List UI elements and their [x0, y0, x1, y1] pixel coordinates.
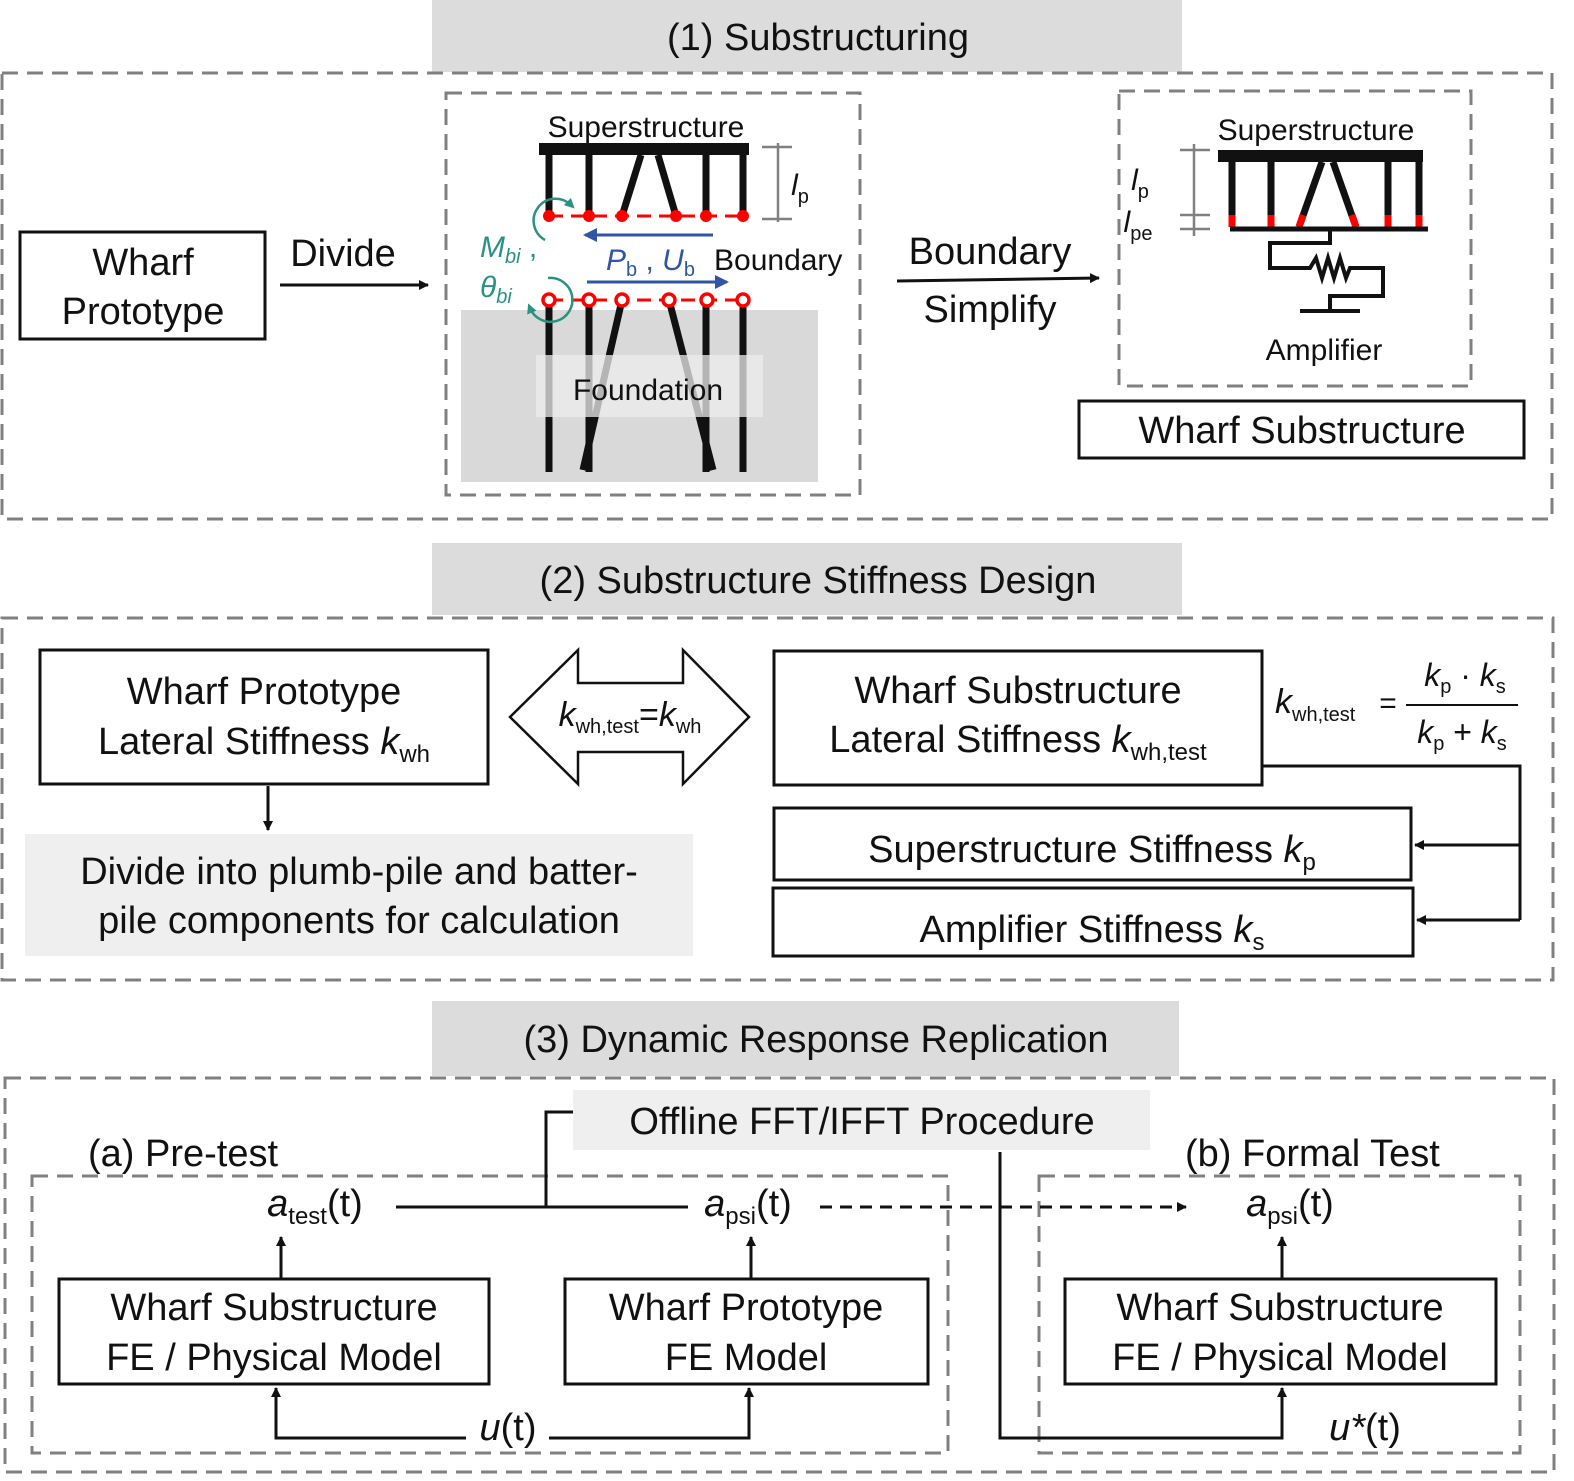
simplify-line2: Simplify — [923, 289, 1056, 331]
divide-components-line1: Divide into plumb-pile and batter- — [80, 851, 638, 893]
divided-model-frame — [444, 91, 862, 497]
prototype-line1: Wharf — [92, 242, 194, 284]
boundary-label: Boundary — [714, 244, 842, 277]
lp-lpe-dimension — [1180, 144, 1210, 236]
divide-components-line2: pile components for calculation — [98, 900, 620, 942]
foundation-label: Foundation — [573, 374, 723, 407]
divide-components-box — [25, 834, 693, 956]
stiffness-formula: kwh,test = kp · ks kp + ks — [1275, 657, 1518, 755]
wharf-substructure-box — [1077, 399, 1526, 460]
foundation-label-bg — [536, 355, 763, 417]
amplifier-spring-icon — [1268, 229, 1385, 313]
simplified-model-frame — [1117, 89, 1473, 388]
section2-header — [432, 543, 1182, 615]
divided-model: Foundation Superstructure lp — [444, 91, 862, 497]
box2-line1: Wharf Prototype — [609, 1287, 884, 1329]
connector-line — [1262, 764, 1522, 920]
lpe-label: lpe — [1124, 206, 1153, 245]
pretest-frame — [30, 1174, 950, 1455]
svg-text:kp + ks: kp + ks — [1417, 714, 1507, 755]
prototype-line2: Prototype — [62, 291, 225, 333]
amplifier-stiffness-label: Amplifier Stiffness ks — [920, 909, 1265, 956]
upper-boundary-nodes — [543, 210, 749, 222]
pretest-substructure-box — [57, 1277, 491, 1386]
simplify-line1: Boundary — [909, 231, 1072, 273]
divide-label: Divide — [290, 233, 396, 275]
superstructure-label: Superstructure — [548, 111, 745, 144]
formal-test-label: (b) Formal Test — [1185, 1133, 1440, 1175]
svg-text:kp · ks: kp · ks — [1424, 657, 1506, 698]
rotation-label: θbi — [480, 271, 512, 308]
deck — [539, 143, 749, 155]
double-arrow-icon — [508, 646, 751, 788]
upper-moment-arrow — [532, 197, 575, 242]
section3-header — [432, 1001, 1179, 1076]
section-stiffness-design: (2) Substructure Stiffness Design Wharf … — [0, 543, 1555, 982]
svg-text:=: = — [1379, 687, 1397, 720]
formal-test-frame — [1037, 1174, 1522, 1455]
wharf-substructure-label: Wharf Substructure — [1138, 410, 1465, 452]
moment-label: Mbi , — [480, 231, 537, 268]
substructure-stiffness-line1: Wharf Substructure — [854, 670, 1181, 712]
u-star-label: u*(t) — [1329, 1407, 1401, 1449]
amplifier-stiffness-box — [771, 886, 1415, 958]
box2-line2: FE Model — [665, 1337, 828, 1379]
lower-boundary-nodes — [541, 292, 751, 308]
stiffness-equality: kwh,test=kwh — [559, 696, 702, 738]
u-label: u(t) — [479, 1407, 536, 1449]
pretest-label: (a) Pre-test — [88, 1133, 278, 1175]
section3-title: (3) Dynamic Response Replication — [523, 1019, 1108, 1061]
a-test-label: atest(t) — [267, 1183, 363, 1230]
box3-line1: Wharf Substructure — [1116, 1287, 1443, 1329]
simplified-model: Superstructure Amplifier lp lpe — [1117, 89, 1473, 388]
formal-substructure-box — [1063, 1277, 1498, 1386]
box1-line1: Wharf Substructure — [110, 1287, 437, 1329]
lp-label: lp — [791, 169, 809, 208]
section-substructuring: (1) Substructuring Wharf Prototype Divid… — [0, 0, 1554, 521]
superstructure-stiffness-label: Superstructure Stiffness kp — [868, 829, 1316, 876]
prototype-stiffness-box — [38, 648, 490, 786]
superstructure-stiffness-box — [772, 806, 1413, 882]
box1-line2: FE / Physical Model — [106, 1337, 442, 1379]
pile-extension-segments — [1228, 213, 1423, 229]
wharf-prototype-box — [18, 230, 267, 341]
prototype-stiffness-line2: Lateral Stiffness kwh — [98, 721, 430, 768]
offline-to-formal-connector — [998, 1152, 1287, 1440]
section-dynamic-response: (3) Dynamic Response Replication Offline… — [3, 1001, 1556, 1474]
amplifier-label: Amplifier — [1266, 334, 1383, 367]
force-displacement-label: Pb , Ub — [606, 244, 695, 281]
formal-a-psi-label: apsi(t) — [1246, 1183, 1334, 1230]
section1-title: (1) Substructuring — [667, 17, 969, 59]
prototype-stiffness-line1: Wharf Prototype — [127, 671, 402, 713]
prototype-fe-box — [563, 1277, 930, 1386]
box3-line2: FE / Physical Model — [1112, 1337, 1448, 1379]
a-psi-label: apsi(t) — [704, 1183, 792, 1230]
svg-text:kwh,test: kwh,test — [1275, 683, 1356, 726]
section2-title: (2) Substructure Stiffness Design — [540, 560, 1097, 602]
offline-procedure-label: Offline FFT/IFFT Procedure — [629, 1101, 1094, 1143]
right-lp-label: lp — [1131, 164, 1149, 203]
lp-dimension — [762, 143, 792, 222]
section3-frame — [3, 1076, 1556, 1474]
right-superstructure-label: Superstructure — [1218, 114, 1415, 147]
section2-frame — [0, 616, 1555, 982]
lower-moment-arrow — [527, 276, 574, 324]
offline-connector — [544, 1110, 573, 1207]
offline-procedure-box — [573, 1090, 1150, 1150]
substructure-stiffness-line2: Lateral Stiffness kwh,test — [829, 719, 1207, 766]
simplify-arrow — [896, 273, 1100, 284]
section1-header — [432, 0, 1182, 72]
substructure-stiffness-box — [772, 649, 1264, 787]
section1-frame — [0, 71, 1554, 521]
